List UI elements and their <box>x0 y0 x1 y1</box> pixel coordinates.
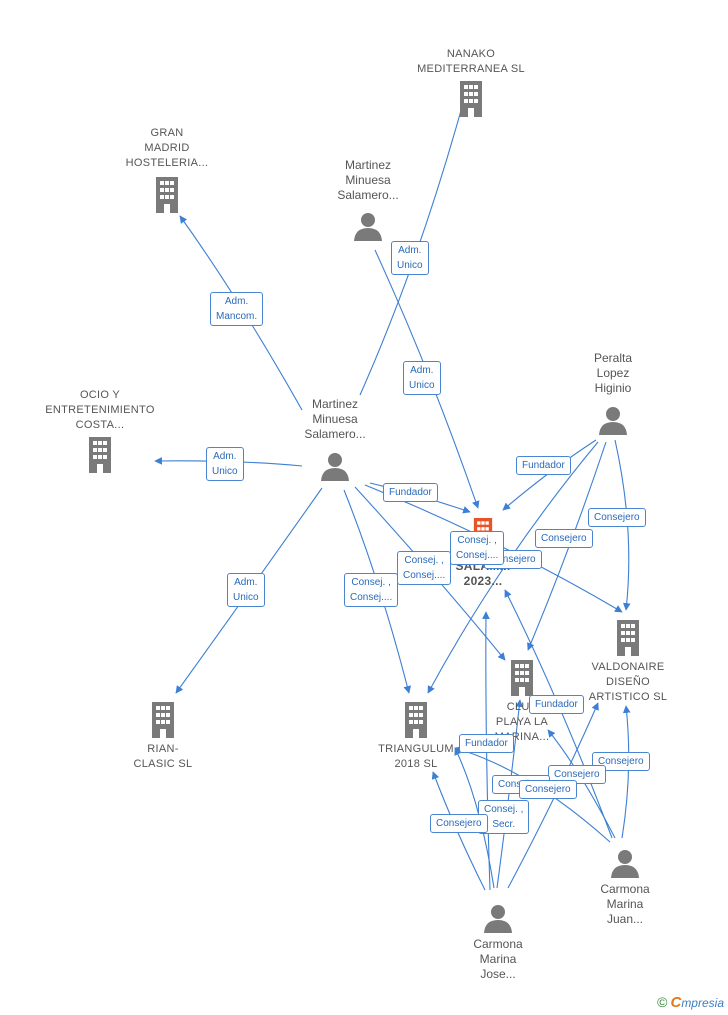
building-icon <box>89 437 111 473</box>
edge-label-consejero-juan-valdonaire[interactable]: Consejero <box>592 752 650 771</box>
node-label: NANAKO MEDITERRANEA SL <box>417 48 525 75</box>
edge-label-adm-mancom[interactable]: Adm. Mancom. <box>210 292 264 326</box>
edge-label-adm-unico-focus[interactable]: Adm. Unico <box>403 361 441 395</box>
copyright-symbol: © <box>657 994 668 1010</box>
node-valdonaire[interactable]: VALDONAIRE DISEÑO ARTISTICO SL <box>578 620 678 705</box>
edge-carmona-jose-to-triangulum-2 <box>454 747 495 889</box>
node-label: TRIANGULUM 2018 SL <box>378 743 454 770</box>
person-icon <box>354 213 382 241</box>
node-martinez-top[interactable]: Martinez Minuesa Salamero... <box>323 158 413 241</box>
node-label: RIAN- CLASIC SL <box>133 743 193 770</box>
edge-label-fundador-club[interactable]: Fundador <box>529 695 584 714</box>
edge-label-adm-unico-ocio[interactable]: Adm. Unico <box>206 447 244 481</box>
brand-name: mpresia <box>681 996 724 1010</box>
edge-label-consej-triangulum[interactable]: Consej. , Consej.... <box>344 573 399 607</box>
person-icon <box>484 905 512 933</box>
building-icon <box>156 177 178 213</box>
node-label: Martinez Minuesa Salamero... <box>337 158 399 202</box>
node-gran-madrid[interactable]: GRAN MADRID HOSTELERIA... <box>117 126 217 213</box>
node-nanako[interactable]: NANAKO MEDITERRANEA SL <box>406 47 536 117</box>
node-rian[interactable]: RIAN- CLASIC SL <box>120 702 206 772</box>
node-martinez-center[interactable]: Martinez Minuesa Salamero... <box>290 397 380 481</box>
node-label: Peralta Lopez Higinio <box>593 351 633 395</box>
edge-label-fundador-triangulum[interactable]: Fundador <box>459 734 514 753</box>
person-icon <box>611 850 639 878</box>
node-label: GRAN MADRID HOSTELERIA... <box>125 127 209 169</box>
edge-label-adm-unico-nanako[interactable]: Adm. Unico <box>391 241 429 275</box>
edge-peralta-to-focus <box>502 439 597 511</box>
edge-label-consejero-peralta-valdonaire[interactable]: Consejero <box>588 508 646 527</box>
edge-label-fundador-peralta[interactable]: Fundador <box>516 456 571 475</box>
node-carmona-jose[interactable]: Carmona Marina Jose... <box>460 903 536 982</box>
empresia-logo: ©Cmpresia <box>657 994 724 1011</box>
node-label: VALDONAIRE DISEÑO ARTISTICO SL <box>588 661 668 703</box>
building-icon <box>511 660 533 696</box>
edge-label-consej-club[interactable]: Consej. , Consej.... <box>397 551 452 585</box>
edge-label-consejero-juan-club[interactable]: Consejero <box>548 765 606 784</box>
node-label: OCIO Y ENTRETENIMIENTO COSTA... <box>45 389 155 431</box>
node-peralta[interactable]: Peralta Lopez Higinio <box>575 351 651 435</box>
person-icon <box>321 453 349 481</box>
node-label: Martinez Minuesa Salamero... <box>304 397 366 441</box>
node-triangulum[interactable]: TRIANGULUM 2018 SL <box>368 702 464 772</box>
node-label: Carmona Marina Jose... <box>473 937 523 981</box>
person-icon <box>599 407 627 435</box>
node-carmona-juan[interactable]: Carmona Marina Juan... <box>587 848 663 927</box>
node-ocio[interactable]: OCIO Y ENTRETENIMIENTO COSTA... <box>36 388 164 473</box>
building-icon <box>405 702 427 738</box>
edge-label-consejero-peralta-club[interactable]: Consejero <box>535 529 593 548</box>
edge-label-adm-unico-rian[interactable]: Adm. Unico <box>227 573 265 607</box>
edge-carmona-juan-to-valdonaire <box>621 705 631 839</box>
node-label: Carmona Marina Juan... <box>600 882 650 926</box>
edge-label-consej-focus[interactable]: Consej. , Consej.... <box>450 531 505 565</box>
brand-initial: C <box>670 994 682 1011</box>
node-club[interactable]: CLUB PLAYA LA MARINA... <box>481 660 563 745</box>
building-icon <box>152 702 174 738</box>
building-icon <box>460 81 482 117</box>
edge-peralta-to-valdonaire <box>614 439 631 611</box>
edge-label-consejero-jose-triangulum[interactable]: Consejero <box>430 814 488 833</box>
edge-label-consejero-juan-triangulum[interactable]: Consejero <box>519 780 577 799</box>
building-icon <box>617 620 639 656</box>
edge-label-fundador-martinez[interactable]: Fundador <box>383 483 438 502</box>
